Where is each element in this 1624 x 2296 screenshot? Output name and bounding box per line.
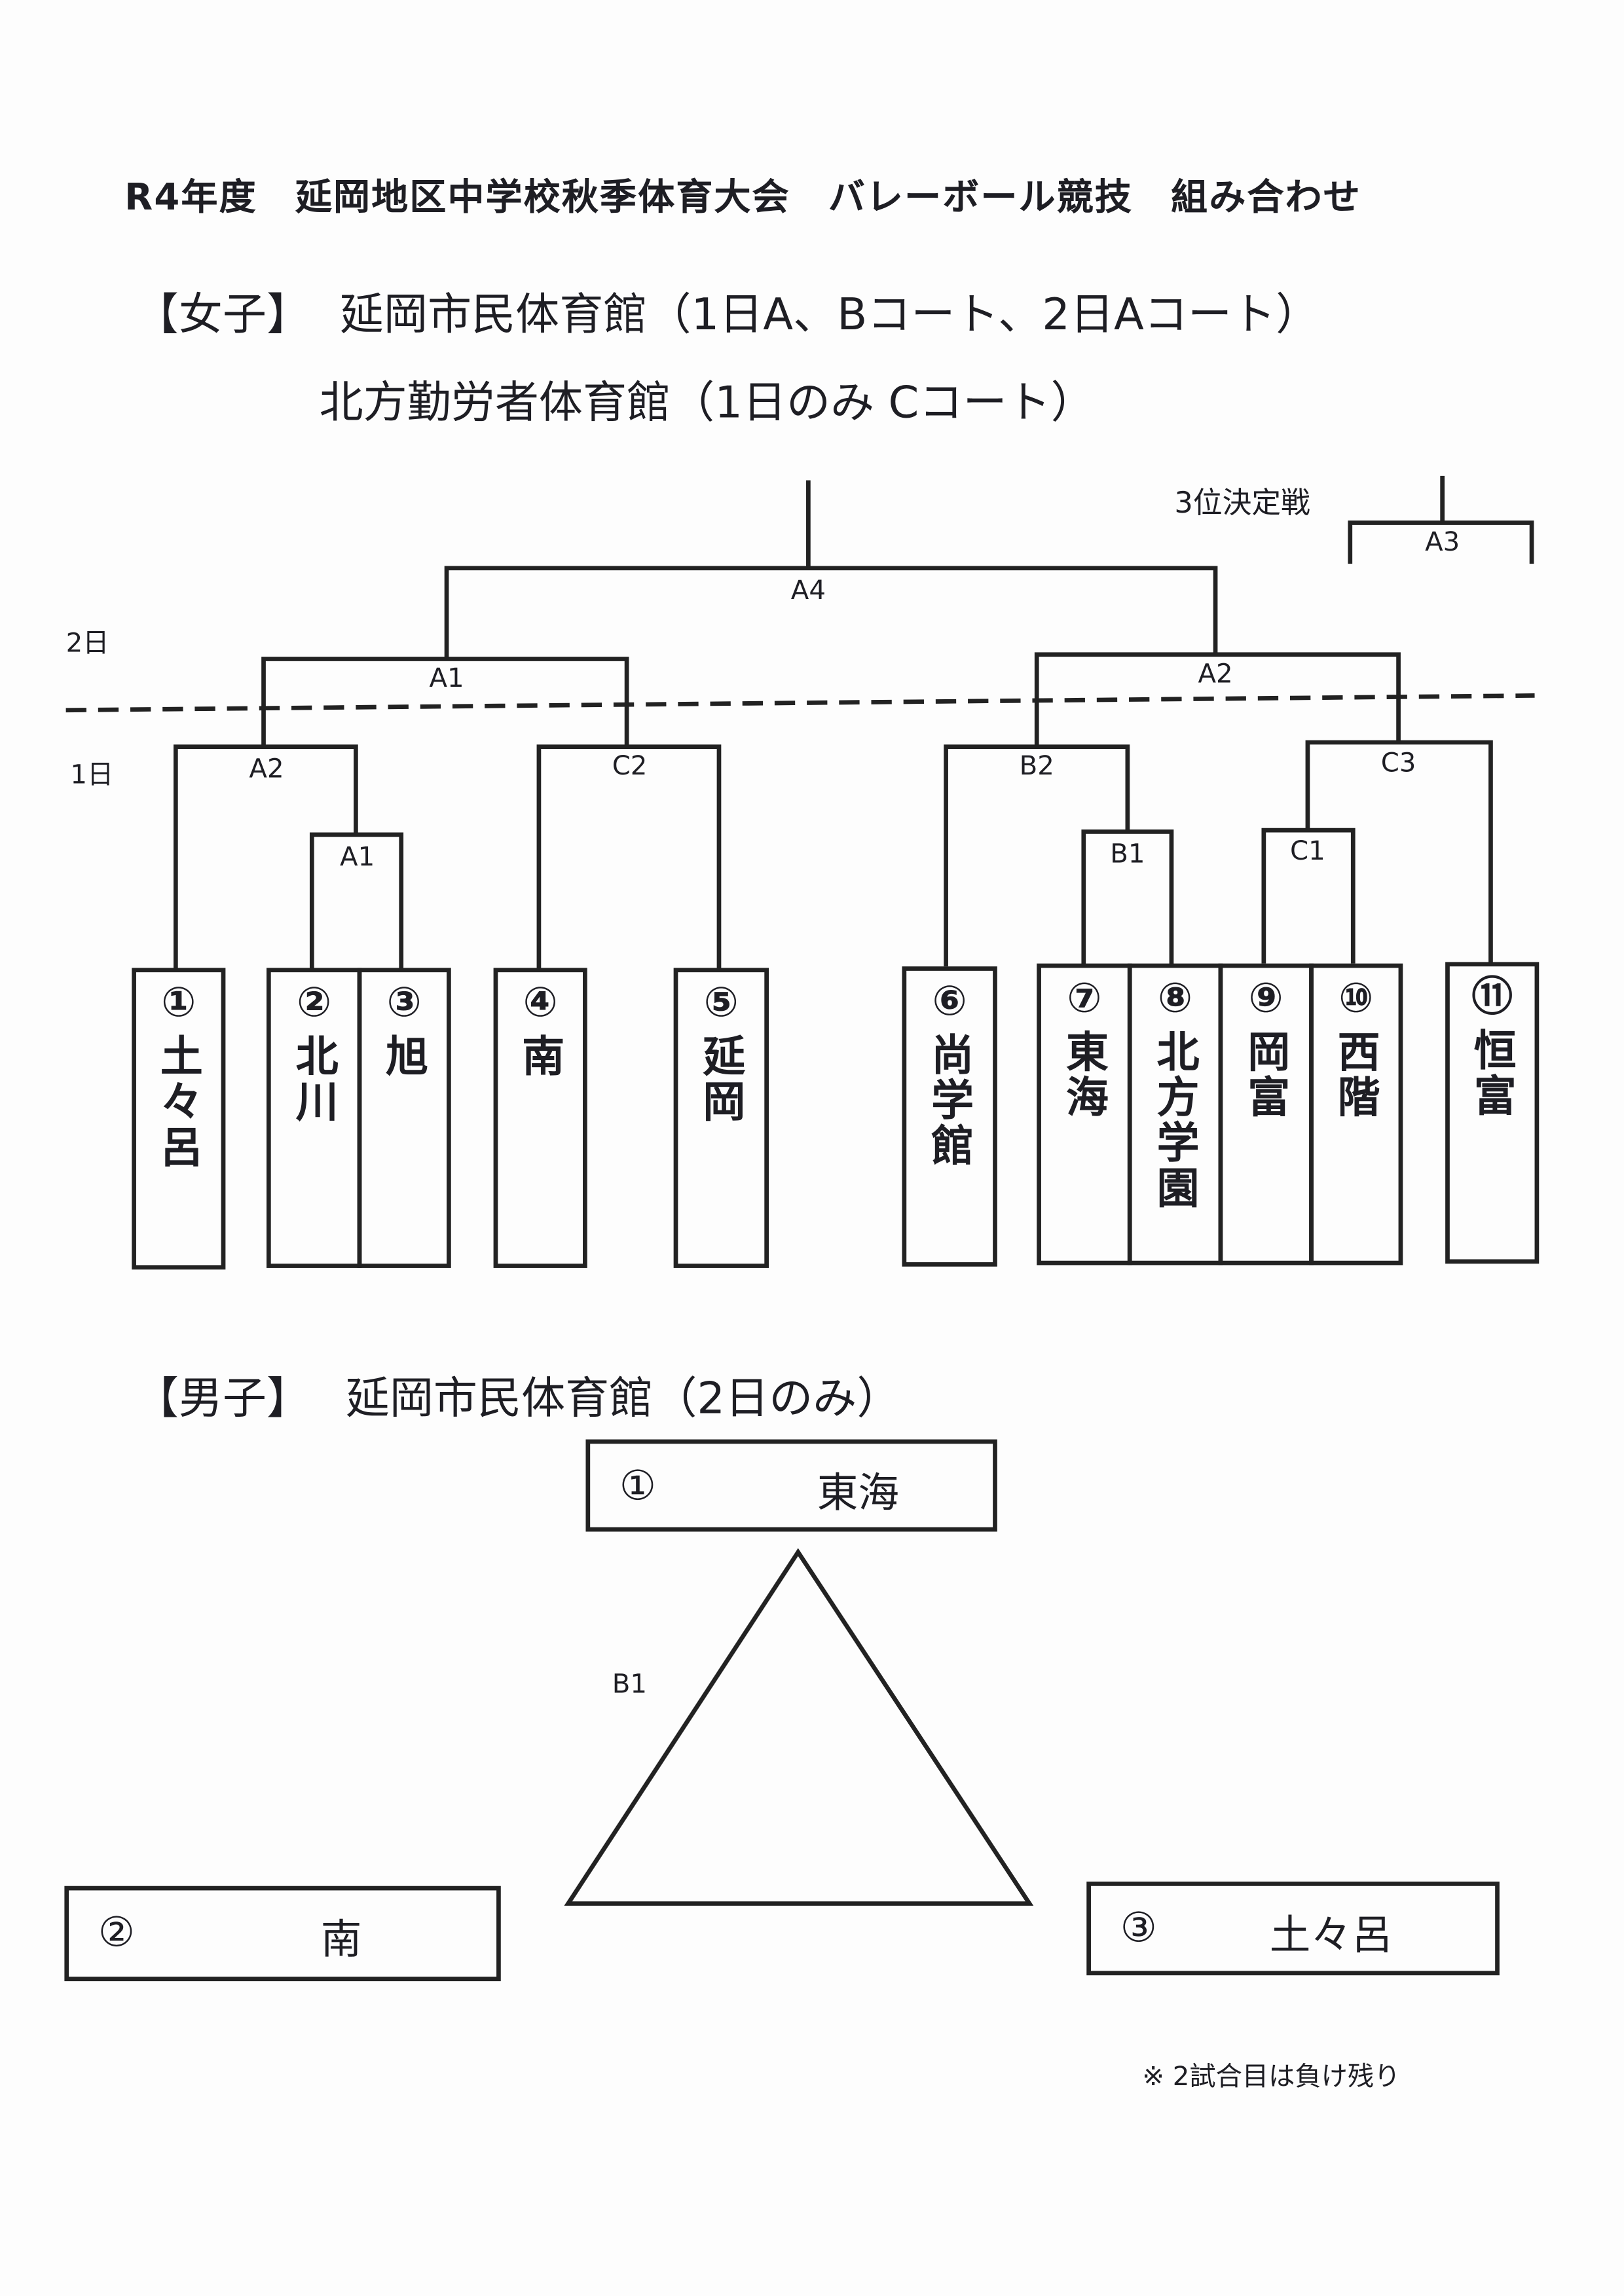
girls-heading: 【女子】: [134, 289, 311, 342]
match-label-a3: A3: [1425, 527, 1460, 558]
match-c1-bracket: [1261, 828, 1356, 964]
team-number: ⑧: [1158, 974, 1193, 1023]
team-number: ⑥: [932, 976, 967, 1025]
team-name: 南: [515, 1034, 566, 1080]
team-number: ③: [1120, 1903, 1157, 1952]
team-box: ⑨ 岡富: [1218, 963, 1314, 1266]
team-box: ② 北川: [266, 968, 362, 1268]
team-name: 北川: [289, 1034, 339, 1125]
match-label-r2-1: A2: [249, 754, 284, 785]
girls-venue-2: 北方勤労者体育館（1日のみ Cコート）: [319, 378, 1095, 429]
team-name: 恒富: [1467, 1028, 1517, 1119]
day1-label: 1日: [70, 759, 114, 791]
team-name: 土々呂: [153, 1034, 204, 1171]
team-box: ⑤ 延岡: [673, 968, 769, 1268]
match-label-r1-1: A1: [340, 842, 375, 873]
team-name: 岡富: [1241, 1029, 1291, 1120]
team-name: 延岡: [696, 1034, 747, 1125]
match-label-r2-3: B2: [1019, 751, 1054, 782]
match-a2-bracket: [173, 744, 358, 970]
boys-team-box: ③ 土々呂: [1086, 1882, 1500, 1976]
team-number: ⑩: [1338, 974, 1374, 1023]
team-name: 東海: [1059, 1029, 1109, 1120]
team-box: ⑦ 東海: [1037, 963, 1132, 1266]
team-number: ⑤: [703, 978, 739, 1027]
team-box: ⑧ 北方学園: [1127, 963, 1223, 1266]
match-label-r2-4: C3: [1380, 748, 1416, 779]
team-box: ⑩ 西階: [1309, 963, 1403, 1266]
team-box: ① 土々呂: [132, 968, 226, 1270]
final-bracket: [444, 566, 1218, 659]
team-number: ③: [386, 978, 422, 1027]
team-name: 土々呂: [1269, 1910, 1393, 1959]
match-label-semi-left: A1: [429, 663, 464, 695]
team-name: 東海: [817, 1468, 900, 1518]
girls-venue-1: 延岡市民体育館（1日A、Bコート、2日Aコート）: [339, 289, 1320, 342]
team-number: ①: [619, 1461, 657, 1510]
team-number: ②: [297, 978, 332, 1027]
boys-round-robin-triangle: [564, 1548, 1034, 1906]
third-place-label: 3位決定戦: [1174, 484, 1310, 520]
team-box: ⑪ 恒富: [1445, 962, 1540, 1264]
team-name: 南: [320, 1915, 362, 1964]
match-c2-bracket: [536, 744, 722, 970]
team-number: ⑨: [1248, 974, 1283, 1023]
team-number: ④: [523, 978, 558, 1027]
match-b2-bracket: [944, 744, 1130, 967]
team-number: ⑪: [1471, 972, 1513, 1021]
match-label-semi-right: A2: [1198, 659, 1233, 690]
boys-match-label: B1: [612, 1669, 647, 1700]
team-box: ⑥ 尚学館: [902, 966, 997, 1267]
match-b1-bracket: [1081, 829, 1174, 967]
document-title: R4年度 延岡地区中学校秋季体育大会 バレーボール競技 組み合わせ: [124, 175, 1361, 219]
team-name: 北方学園: [1150, 1029, 1200, 1211]
team-name: 旭: [379, 1034, 430, 1080]
team-name: 尚学館: [925, 1032, 975, 1169]
match-label-a4: A4: [790, 575, 826, 606]
match-label-r2-2: C2: [612, 751, 648, 782]
boys-team-box: ① 東海: [585, 1439, 997, 1532]
day2-label: 2日: [65, 628, 109, 659]
boys-note: ※ 2試合目は負け残り: [1142, 2062, 1401, 2093]
boys-heading: 【男子】: [134, 1373, 311, 1425]
team-number: ②: [98, 1908, 135, 1957]
day-divider-dashed: [65, 693, 1535, 713]
match-label-r1-3: C1: [1290, 836, 1325, 867]
match-c3-bracket: [1305, 740, 1493, 964]
match-label-r1-2: B1: [1110, 839, 1145, 870]
boys-venue: 延岡市民体育館（2日のみ）: [345, 1373, 901, 1425]
team-number: ①: [161, 978, 196, 1027]
team-number: ⑦: [1067, 974, 1102, 1023]
match-a1-bracket: [309, 832, 404, 970]
team-name: 西階: [1331, 1029, 1381, 1120]
